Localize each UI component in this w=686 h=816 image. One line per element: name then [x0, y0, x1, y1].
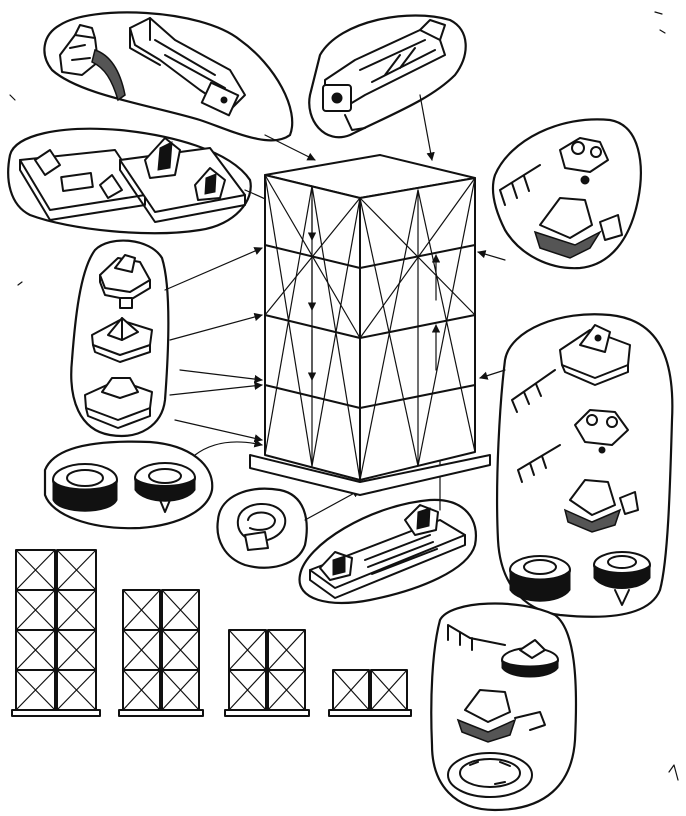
ear-twistlock-icon: [574, 409, 629, 454]
semi-auto-twistlock-icon: [559, 324, 631, 386]
pyramid-cone-icon: [91, 317, 153, 363]
stack-variant-1-tier: [328, 669, 412, 717]
margin-marks: [9, 11, 679, 781]
single-cone-plate-icon: [119, 137, 246, 223]
handle-twistlock-icon: [563, 479, 639, 533]
hook-key-icon: [447, 624, 506, 651]
callout-stacking-cones: [70, 239, 170, 438]
variant-lashing: [228, 669, 267, 711]
round-socket-icon: [509, 555, 571, 602]
variant-lashing: [161, 629, 200, 671]
callout-stacking-plates: [7, 127, 252, 235]
tier-divider: [264, 244, 476, 269]
round-socket-icon: [134, 462, 196, 513]
callout-turnbuckle: [308, 14, 467, 139]
stack-variants: [11, 549, 412, 717]
variant-lashing: [15, 629, 56, 671]
variant-lashing: [56, 669, 97, 711]
callout-base-plate: [298, 498, 477, 605]
round-socket-icon: [593, 551, 651, 606]
callout-d-ring: [216, 487, 308, 569]
stack-variant-4-tier: [11, 549, 101, 717]
double-cone-base-plate-icon: [309, 504, 466, 599]
stack-pallet-base: [249, 454, 491, 496]
variant-lashing: [122, 669, 161, 711]
variant-lashing: [15, 669, 56, 711]
stack-variant-3-tier: [118, 589, 204, 717]
variant-base: [118, 709, 204, 717]
bridge-fitting-icon: [129, 17, 246, 117]
callout-bottom-right-fittings: [430, 602, 578, 812]
callout-deck-sockets: [43, 440, 214, 530]
hook-key-icon: [499, 164, 541, 206]
callout-twistlocks-right-upper: [491, 118, 642, 270]
variant-lashing: [122, 629, 161, 671]
variant-lashing: [15, 589, 56, 631]
variant-lashing: [267, 669, 306, 711]
tier-divider: [264, 384, 476, 409]
ring-plate-icon: [447, 752, 533, 798]
callout-twistlocks-right-lower: [495, 313, 674, 618]
variant-lashing: [161, 589, 200, 631]
callout-arrows: [164, 94, 506, 521]
flat-cone-icon: [84, 377, 153, 429]
twistlock-handle-icon: [533, 137, 623, 259]
stack-variant-2-tier: [224, 629, 310, 717]
variant-lashing: [56, 589, 97, 631]
main-container-stack: [249, 154, 491, 496]
twistlock-handle-icon: [456, 689, 546, 743]
hook-key-icon: [517, 444, 561, 483]
pin-cone-icon: [99, 254, 151, 309]
variant-base: [11, 709, 101, 717]
variant-base: [328, 709, 412, 717]
variant-lashing: [122, 589, 161, 631]
callout-bridge-clamps: [43, 11, 294, 142]
slotted-disc-icon: [501, 639, 559, 678]
variant-lashing: [15, 549, 56, 591]
variant-lashing: [228, 629, 267, 671]
variant-base: [224, 709, 310, 717]
variant-lashing: [56, 629, 97, 671]
variant-lashing: [370, 669, 408, 711]
variant-lashing: [161, 669, 200, 711]
variant-lashing: [56, 549, 97, 591]
variant-lashing: [332, 669, 370, 711]
turnbuckle-icon: [322, 19, 446, 131]
hook-key-icon: [511, 369, 556, 413]
d-ring-icon: [236, 503, 287, 551]
variant-lashing: [267, 629, 306, 671]
round-socket-icon: [52, 463, 118, 512]
twist-clamp-icon: [59, 24, 126, 102]
